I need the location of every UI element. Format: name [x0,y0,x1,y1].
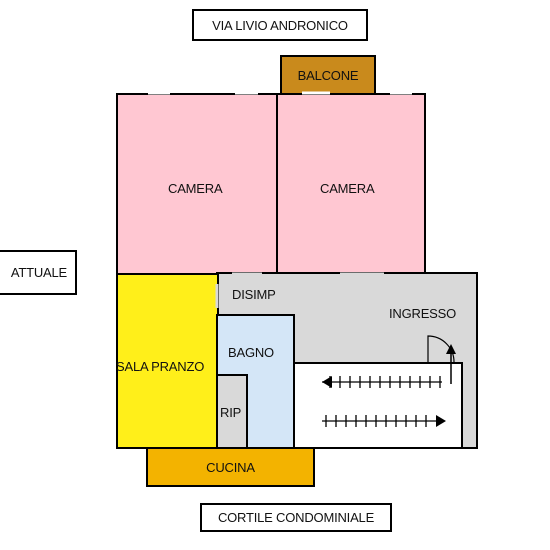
room-ingresso-extension [462,272,478,449]
stairs-area [293,362,463,449]
room-camera-left-label: CAMERA [168,181,223,196]
door-swing [427,335,455,363]
room-ingresso-label: INGRESSO [389,306,457,321]
stairs-row-left-head [322,376,332,388]
room-ripostiglio [216,374,248,449]
street-label-top: VIA LIVIO ANDRONICO [192,9,368,41]
stairs-row-left [322,376,442,388]
room-sala-pranzo-label: SALA PRANZO [116,359,205,374]
room-ripostiglio-label: RIP [220,405,242,420]
room-cucina-label: CUCINA [206,459,255,475]
room-balcone-label: BALCONE [297,67,359,83]
room-camera-left: CAMERA [116,93,278,276]
stairs-row-right-head [436,415,446,427]
stair-arrow-up-head [446,344,456,354]
street-label-left: ATTUALE [0,250,77,295]
room-disimpegno-label: DISIMP [232,287,276,302]
room-bagno-label: BAGNO [228,345,274,360]
street-label-bottom: CORTILE CONDOMINIALE [200,503,392,532]
room-cucina: CUCINA [146,447,315,487]
stairs-row-right [322,415,444,427]
room-camera-right-label: CAMERA [320,181,375,196]
